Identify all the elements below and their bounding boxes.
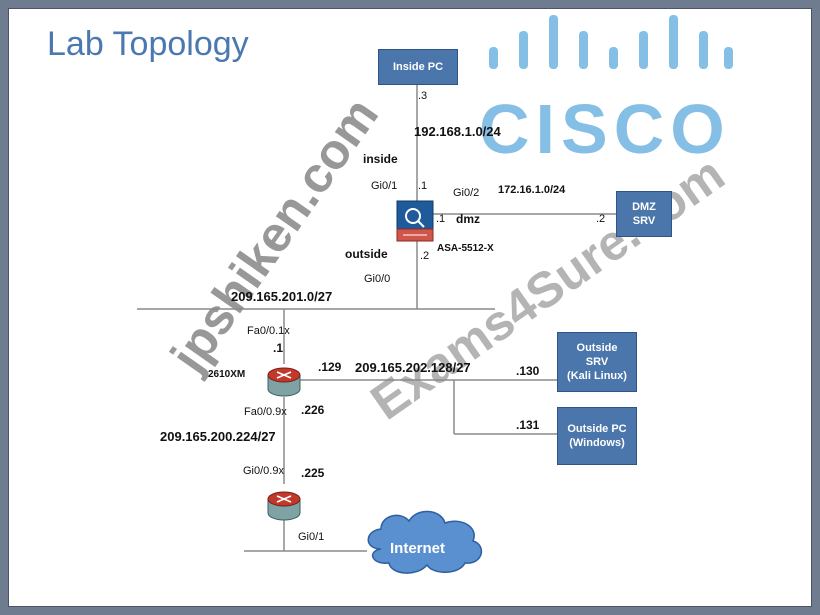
outside-zone-label: outside — [345, 247, 388, 261]
r1-model-label: 2610XM — [208, 369, 246, 380]
asa-gi00-label: Gi0/0 — [364, 273, 391, 285]
asa-gi02-label: Gi0/2 — [453, 187, 480, 199]
cisco-logo-text: CISCO — [479, 90, 731, 168]
router-icon — [267, 491, 301, 521]
asa-model-label: ASA-5512-X — [437, 243, 494, 254]
dmz-srv-node: DMZ SRV — [616, 191, 672, 237]
inside-pc-node: Inside PC — [378, 49, 458, 85]
r2-gi01-label: Gi0/1 — [298, 531, 325, 543]
r1-lan-host-label: .129 — [318, 360, 342, 374]
r1-outside-host-label: .1 — [273, 341, 284, 355]
inside-pc-host-label: .3 — [418, 90, 428, 102]
cloud-icon — [367, 510, 483, 574]
internet-label: Internet — [390, 540, 446, 557]
asa-outside-host-label: .2 — [420, 250, 430, 262]
p2p-net-label: 209.165.200.224/27 — [160, 429, 276, 444]
inside-net-label: 192.168.1.0/24 — [414, 124, 501, 139]
outside-srv-host-label: .130 — [516, 364, 540, 378]
asa-inside-host-label: .1 — [418, 180, 428, 192]
slide: Exams4Sure.com jpshiken.com Lab Topology… — [8, 8, 812, 607]
cisco-logo-bars-icon — [489, 15, 733, 69]
asa-gi01-label: Gi0/1 — [371, 180, 398, 192]
outside-net-label: 209.165.201.0/27 — [231, 289, 333, 304]
outside-pc-host-label: .131 — [516, 418, 540, 432]
topology-diagram — [137, 85, 616, 574]
r2-gi009-label: Gi0/0.9x — [243, 465, 284, 477]
slide-title: Lab Topology — [47, 25, 249, 63]
outside-srv-node: Outside SRV (Kali Linux) — [557, 332, 637, 392]
dmz-net-label: 172.16.1.0/24 — [498, 184, 566, 196]
dmz-srv-host-label: .2 — [596, 213, 606, 225]
asa-dmz-host-label: .1 — [436, 213, 446, 225]
dmz-zone-label: dmz — [456, 212, 480, 226]
lan-net-label: 209.165.202.128/27 — [355, 360, 471, 375]
r1-p2p-host-label: .226 — [301, 403, 325, 417]
outside-pc-node: Outside PC (Windows) — [557, 407, 637, 465]
router-icon — [267, 367, 301, 397]
firewall-icon — [396, 200, 434, 242]
inside-zone-label: inside — [363, 152, 398, 166]
r2-p2p-host-label: .225 — [301, 466, 325, 480]
r1-fa01-label: Fa0/0.1x — [247, 325, 290, 337]
r1-fa09-label: Fa0/0.9x — [244, 406, 287, 418]
